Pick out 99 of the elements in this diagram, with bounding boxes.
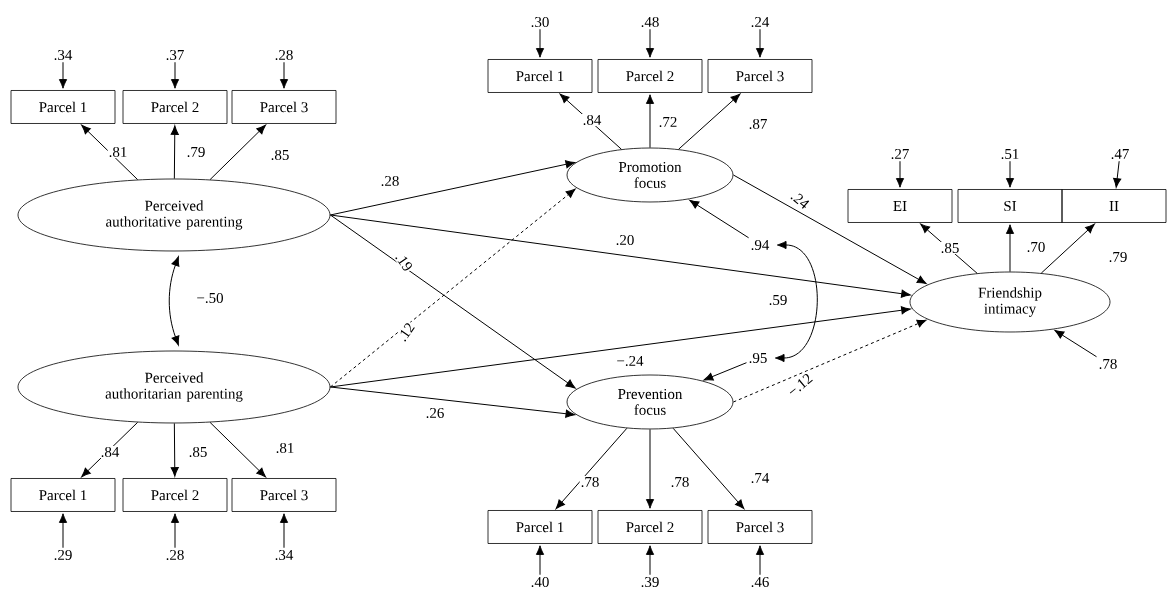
error-value: .29	[54, 549, 72, 561]
error-value: .51	[1001, 148, 1019, 160]
arrow	[555, 427, 628, 510]
arrow	[755, 545, 765, 576]
edge-label: .72	[657, 115, 679, 129]
arrow	[209, 124, 266, 181]
error-value: .94	[751, 239, 770, 251]
indicator-box: II	[1061, 189, 1167, 223]
arrow	[1005, 224, 1015, 273]
edge-label: .87	[747, 117, 769, 131]
indicator-box: Parcel 1	[10, 478, 116, 512]
error-value: .47	[1111, 149, 1129, 160]
edge-label: .59	[767, 293, 789, 307]
arrow	[209, 421, 266, 478]
dashed-arrow	[732, 319, 927, 403]
arrow	[732, 174, 927, 285]
arrow	[170, 61, 180, 89]
arrow	[689, 199, 750, 239]
arrow	[1005, 160, 1015, 188]
arrow	[703, 362, 747, 381]
arrow	[895, 160, 905, 188]
indicator-box: Parcel 1	[487, 510, 593, 544]
indicator-box: Parcel 1	[10, 90, 116, 124]
indicator-box: Parcel 3	[231, 478, 337, 512]
error-value: .48	[641, 16, 659, 28]
edge-label: .26	[424, 406, 446, 420]
indicator-box: Parcel 1	[487, 59, 593, 93]
arrow	[81, 421, 139, 478]
arrow	[559, 93, 622, 150]
error-value: .28	[275, 49, 293, 61]
edge-label: .74	[749, 471, 771, 484]
arrow	[329, 306, 911, 388]
arrow	[170, 513, 180, 549]
arrow	[329, 214, 911, 298]
arrow	[58, 61, 68, 89]
arrow	[329, 160, 576, 216]
indicator-box: EI	[847, 189, 953, 223]
arrow	[329, 386, 576, 418]
arrow	[1054, 329, 1097, 358]
arrow	[678, 93, 741, 150]
edge-label: .28	[379, 174, 401, 188]
edge-label: −.12	[784, 371, 816, 399]
arrow	[170, 422, 179, 477]
edge-label: .84	[581, 113, 603, 127]
indicator-box: Parcel 3	[707, 510, 813, 544]
edge-label: .12	[395, 320, 417, 344]
arrow	[58, 513, 68, 549]
edge-label: .85	[269, 148, 291, 162]
error-value: .78	[1099, 358, 1117, 370]
indicator-box: Parcel 2	[122, 478, 228, 512]
edge-label: −.50	[195, 291, 225, 305]
arrow	[279, 513, 289, 549]
error-value: .27	[891, 148, 909, 160]
edge-label: −.24	[615, 354, 645, 368]
indicator-box: SI	[957, 189, 1063, 223]
arrow	[645, 28, 655, 58]
error-value: .34	[275, 549, 294, 561]
arrow	[645, 428, 655, 509]
error-value: .40	[531, 576, 549, 588]
edge-label: .81	[107, 145, 129, 159]
error-value: .95	[749, 352, 767, 364]
arrow	[1040, 223, 1095, 274]
edge-label: .78	[669, 475, 691, 489]
edge-label: .85	[187, 445, 209, 459]
edge-label: .70	[1025, 240, 1047, 254]
arrow	[535, 545, 545, 576]
arrow	[279, 61, 289, 89]
edge-label: .19	[393, 250, 415, 274]
edge-label: .20	[614, 233, 636, 247]
edge-label: .85	[939, 241, 961, 255]
arrow	[535, 28, 545, 58]
indicator-box: Parcel 3	[231, 90, 337, 124]
error-value: .28	[166, 549, 184, 561]
indicator-box: Parcel 2	[597, 510, 703, 544]
error-value: .39	[641, 576, 659, 588]
arrow	[170, 125, 179, 180]
arrow	[645, 545, 655, 576]
error-value: .34	[54, 49, 73, 61]
error-value: .24	[751, 16, 770, 28]
arrow	[920, 223, 978, 274]
error-value: .30	[531, 16, 549, 28]
arrow	[755, 28, 765, 58]
curved-double-arrow	[774, 240, 818, 363]
arrow	[672, 427, 745, 510]
edge-label: .79	[185, 145, 207, 159]
edge-label: .78	[579, 475, 601, 489]
indicator-box: Parcel 2	[597, 59, 703, 93]
indicator-box: Parcel 2	[122, 90, 228, 124]
arrow	[1113, 160, 1122, 188]
curved-double-arrow	[168, 256, 180, 346]
edge-label: .24	[788, 188, 812, 212]
error-value: .37	[166, 49, 184, 61]
edge-label: .79	[1107, 250, 1129, 264]
arrow	[81, 124, 139, 181]
error-value: .46	[751, 576, 769, 588]
indicator-box: Parcel 3	[707, 59, 813, 93]
arrow	[645, 94, 655, 149]
edge-label: .81	[274, 441, 296, 455]
edge-label: .84	[99, 445, 121, 459]
